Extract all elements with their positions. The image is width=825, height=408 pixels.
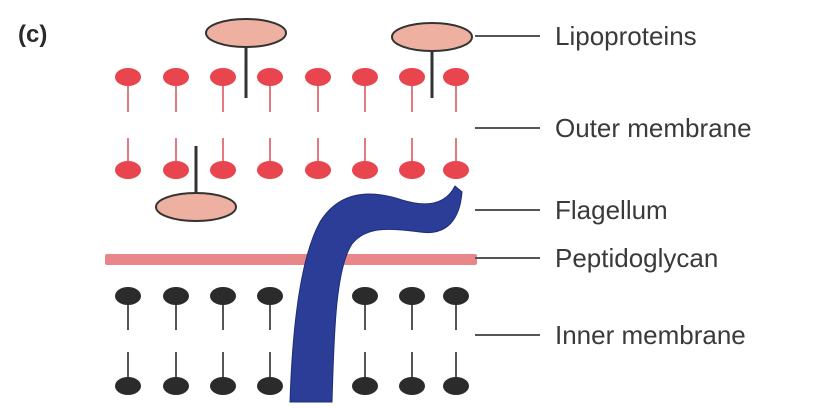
panel-label: (c): [18, 21, 47, 48]
outer-lipid-head-top: [352, 68, 378, 86]
outer-lipid-head-top: [443, 68, 469, 86]
lipoprotein-oval: [206, 19, 286, 47]
outer-lipid-head-top: [399, 68, 425, 86]
lipoproteins-group: [156, 19, 472, 221]
outer-lipid-head-bottom: [399, 161, 425, 179]
outer-lipid-head-bottom: [305, 161, 331, 179]
inner-lipid-head-bottom: [115, 377, 141, 395]
outer-lipid-head-top: [115, 68, 141, 86]
outer-lipid-head-bottom: [443, 161, 469, 179]
label-inner-membrane: Inner membrane: [555, 320, 746, 350]
outer-lipid-head-bottom: [163, 161, 189, 179]
inner-lipid-head-top: [210, 287, 236, 305]
lipoprotein-oval: [156, 193, 236, 221]
outer-lipid-head-bottom: [115, 161, 141, 179]
outer-lipid-head-bottom: [352, 161, 378, 179]
inner-lipid-head-bottom: [352, 377, 378, 395]
outer-lipid-head-top: [305, 68, 331, 86]
inner-lipid-head-top: [352, 287, 378, 305]
inner-lipid-head-top: [257, 287, 283, 305]
leader-lines: [475, 36, 540, 335]
outer-membrane-bilayer: [115, 68, 469, 179]
outer-lipid-head-top: [163, 68, 189, 86]
inner-lipid-head-bottom: [163, 377, 189, 395]
inner-lipid-head-top: [399, 287, 425, 305]
outer-lipid-head-bottom: [257, 161, 283, 179]
label-lipoproteins: Lipoproteins: [555, 21, 697, 51]
inner-lipid-head-bottom: [210, 377, 236, 395]
label-flagellum: Flagellum: [555, 195, 668, 225]
inner-lipid-head-bottom: [399, 377, 425, 395]
outer-lipid-head-bottom: [210, 161, 236, 179]
outer-lipid-head-top: [257, 68, 283, 86]
inner-lipid-head-top: [115, 287, 141, 305]
label-outer-membrane: Outer membrane: [555, 113, 752, 143]
lipoprotein-oval: [392, 23, 472, 51]
peptidoglycan-layer: [105, 254, 477, 265]
label-peptidoglycan: Peptidoglycan: [555, 243, 718, 273]
inner-lipid-head-bottom: [443, 377, 469, 395]
inner-lipid-head-bottom: [257, 377, 283, 395]
outer-lipid-head-top: [210, 68, 236, 86]
inner-lipid-head-top: [163, 287, 189, 305]
inner-lipid-head-top: [443, 287, 469, 305]
